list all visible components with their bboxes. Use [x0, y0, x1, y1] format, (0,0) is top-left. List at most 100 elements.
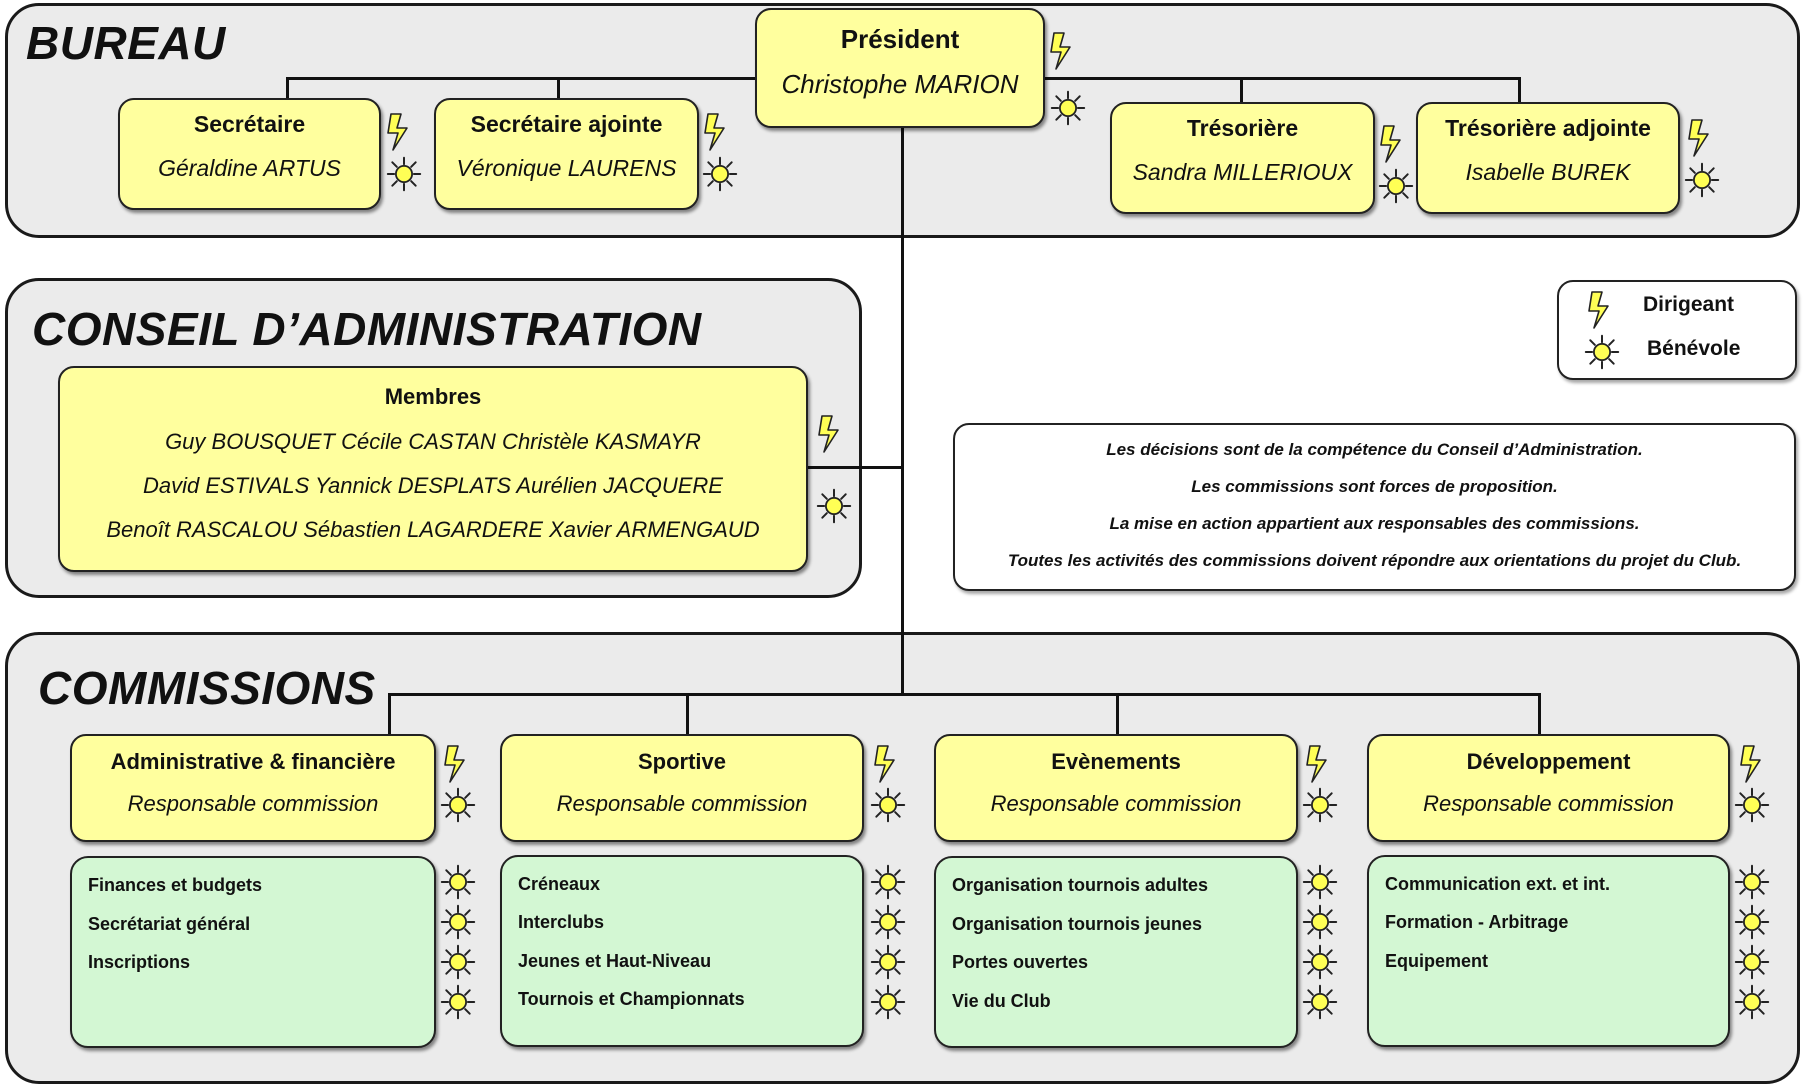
note-2: Les commissions sont forces de propositi…: [1191, 477, 1558, 496]
dirigeant-bolt-icon: [1738, 744, 1768, 784]
secretaire-adjointe-role: Secrétaire ajointe: [470, 111, 663, 137]
benevole-sun-icon: [440, 904, 476, 940]
benevole-sun-icon: [870, 984, 906, 1020]
benevole-sun-icon: [386, 156, 422, 192]
benevole-sun-icon: [870, 944, 906, 980]
commission-admin-name: Administrative & financière: [110, 749, 396, 774]
secretaire-drop: [286, 77, 289, 99]
dirigeant-bolt-icon: [385, 112, 415, 152]
benevole-sun-icon: [1302, 984, 1338, 1020]
commission-developpement-box: Développement Responsable commission: [1367, 734, 1730, 842]
secretaire-name: Géraldine ARTUS: [158, 155, 341, 181]
commissions-title: COMMISSIONS: [38, 662, 376, 714]
main-trunk: [901, 128, 904, 695]
commission-admin-box: Administrative & financière Responsable …: [70, 734, 436, 842]
tresoriere-adjointe-role: Trésorière adjointe: [1445, 115, 1651, 141]
list-item: Communication ext. et int.: [1385, 874, 1611, 894]
benevole-sun-icon: [870, 904, 906, 940]
benevole-sun-icon: [816, 488, 852, 524]
benevole-sun-icon: [440, 864, 476, 900]
secretaire-role: Secrétaire: [193, 111, 306, 137]
list-item: Vie du Club: [952, 991, 1051, 1011]
secretaire-box: Secrétaire Géraldine ARTUS: [118, 98, 381, 210]
tresoriere-adjointe-box: Trésorière adjointe Isabelle BUREK: [1416, 102, 1680, 214]
benevole-sun-icon: [1684, 162, 1720, 198]
commission-developpement-drop: [1538, 693, 1541, 734]
dirigeant-bolt-icon: [1378, 124, 1408, 164]
benevole-sun-icon: [870, 864, 906, 900]
list-item: Jeunes et Haut-Niveau: [518, 951, 712, 971]
commission-admin-items: Finances et budgets Secrétariat général …: [70, 856, 436, 1048]
benevole-sun-icon: [440, 984, 476, 1020]
commission-sportive-items: Créneaux Interclubs Jeunes et Haut-Nivea…: [500, 855, 864, 1047]
benevole-sun-icon: [1302, 864, 1338, 900]
benevole-sun-icon: [870, 787, 906, 823]
tresoriere-adjointe-name: Isabelle BUREK: [1465, 159, 1631, 185]
commission-sportive-name: Sportive: [637, 749, 727, 774]
secretaire-adjointe-name: Véronique LAURENS: [456, 155, 677, 181]
dirigeant-bolt-icon: [442, 744, 472, 784]
tresoriere-drop: [1240, 77, 1243, 103]
dirigeant-bolt-icon: [1048, 31, 1078, 71]
secretaire-adj-drop: [557, 77, 560, 99]
commission-evenements-box: Evènements Responsable commission: [934, 734, 1298, 842]
list-item: Organisation tournois jeunes: [952, 914, 1203, 934]
benevole-sun-icon: [1302, 904, 1338, 940]
dirigeant-bolt-icon: [1686, 118, 1716, 158]
list-item: Finances et budgets: [88, 875, 263, 895]
benevole-sun-icon: [1050, 90, 1086, 126]
president-role: Président: [840, 24, 960, 54]
commission-developpement-items: Communication ext. et int. Formation - A…: [1367, 855, 1730, 1047]
benevole-sun-icon: [440, 787, 476, 823]
legend-benevole-label: Bénévole: [1647, 337, 1741, 360]
members-line-2: David ESTIVALS Yannick DESPLATS Aurélien…: [143, 473, 723, 498]
commission-developpement-responsable: Responsable commission: [1423, 791, 1674, 816]
tresoriere-name: Sandra MILLERIOUX: [1132, 159, 1353, 185]
commission-sportive-box: Sportive Responsable commission: [500, 734, 864, 842]
president-name: Christophe MARION: [781, 69, 1019, 99]
note-1: Les décisions sont de la compétence du C…: [1106, 440, 1643, 459]
note-3: La mise en action appartient aux respons…: [1109, 514, 1640, 533]
dirigeant-bolt-icon: [816, 414, 846, 454]
benevole-sun-icon: [1584, 334, 1620, 370]
commission-sportive-responsable: Responsable commission: [556, 791, 808, 816]
benevole-sun-icon: [1734, 787, 1770, 823]
list-item: Secrétariat général: [88, 914, 251, 934]
dirigeant-bolt-icon: [702, 112, 732, 152]
benevole-sun-icon: [1734, 984, 1770, 1020]
conseil-connector: [808, 466, 904, 469]
benevole-sun-icon: [1734, 904, 1770, 940]
list-item: Tournois et Championnats: [518, 989, 745, 1009]
membres-label: Membres: [384, 384, 482, 409]
list-item: Formation - Arbitrage: [1385, 912, 1569, 932]
commission-evenements-items: Organisation tournois adultes Organisati…: [934, 856, 1298, 1048]
legend-dirigeant-label: Dirigeant: [1643, 293, 1735, 316]
tresoriere-role: Trésorière: [1186, 115, 1299, 141]
commission-evenements-responsable: Responsable commission: [990, 791, 1242, 816]
benevole-sun-icon: [1302, 944, 1338, 980]
benevole-sun-icon: [702, 156, 738, 192]
dirigeant-bolt-icon: [872, 744, 902, 784]
bureau-title: BUREAU: [26, 17, 226, 69]
commission-sportive-drop: [686, 693, 689, 734]
dirigeant-bolt-icon: [1304, 744, 1334, 784]
commission-evenements-name: Evènements: [1051, 749, 1181, 774]
commission-admin-responsable: Responsable commission: [127, 791, 379, 816]
list-item: Interclubs: [518, 912, 605, 932]
conseil-title: CONSEIL D’ADMINISTRATION: [32, 303, 702, 355]
benevole-sun-icon: [1734, 944, 1770, 980]
tresoriere-box: Trésorière Sandra MILLERIOUX: [1110, 102, 1375, 214]
note-4: Toutes les activités des commissions doi…: [1007, 551, 1742, 570]
dirigeant-bolt-icon: [1586, 290, 1616, 330]
members-line-3: Benoît RASCALOU Sébastien LAGARDERE Xavi…: [106, 517, 760, 542]
commission-developpement-name: Développement: [1466, 749, 1631, 774]
benevole-sun-icon: [1378, 168, 1414, 204]
notes-box: Les décisions sont de la compétence du C…: [953, 423, 1796, 591]
list-item: Inscriptions: [88, 952, 191, 972]
list-item: Equipement: [1385, 951, 1489, 971]
list-item: Créneaux: [518, 874, 601, 894]
benevole-sun-icon: [1302, 787, 1338, 823]
commissions-top-connector: [388, 693, 1541, 696]
benevole-sun-icon: [440, 944, 476, 980]
list-item: Organisation tournois adultes: [952, 875, 1209, 895]
